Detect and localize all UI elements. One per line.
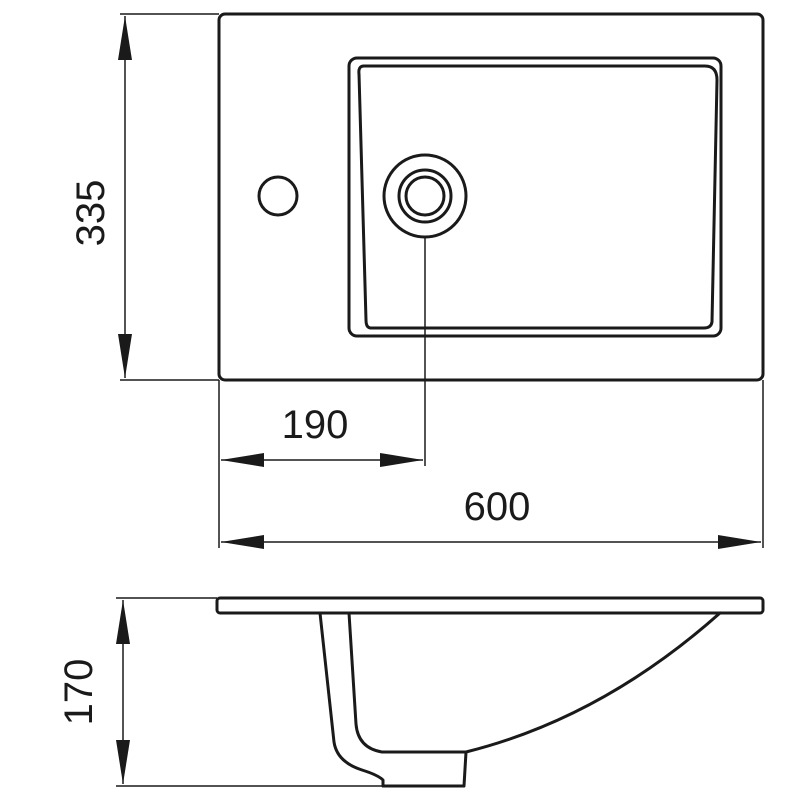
basin-rim (347, 56, 723, 338)
tap-hole (257, 175, 299, 217)
drain-spigot (381, 750, 468, 788)
dimension-label-335: 335 (69, 180, 113, 247)
countertop-side (215, 596, 765, 615)
dimension-170: 170 (57, 597, 383, 787)
bowl-inner-profile (347, 611, 722, 754)
dimension-label-170: 170 (57, 659, 101, 726)
drain-outer (382, 153, 468, 239)
bowl-profile (318, 611, 385, 788)
top-view (217, 12, 765, 382)
dimension-label-190: 190 (282, 403, 349, 447)
drain-inner (397, 168, 453, 224)
dimension-600: 600 (221, 380, 764, 549)
dimension-190: 190 (218, 238, 426, 548)
drain-core (404, 175, 446, 217)
countertop-outline (217, 12, 765, 382)
side-view (215, 596, 765, 788)
dimension-label-600: 600 (464, 485, 531, 529)
basin-bowl (357, 64, 719, 330)
dimension-335: 335 (69, 13, 219, 381)
